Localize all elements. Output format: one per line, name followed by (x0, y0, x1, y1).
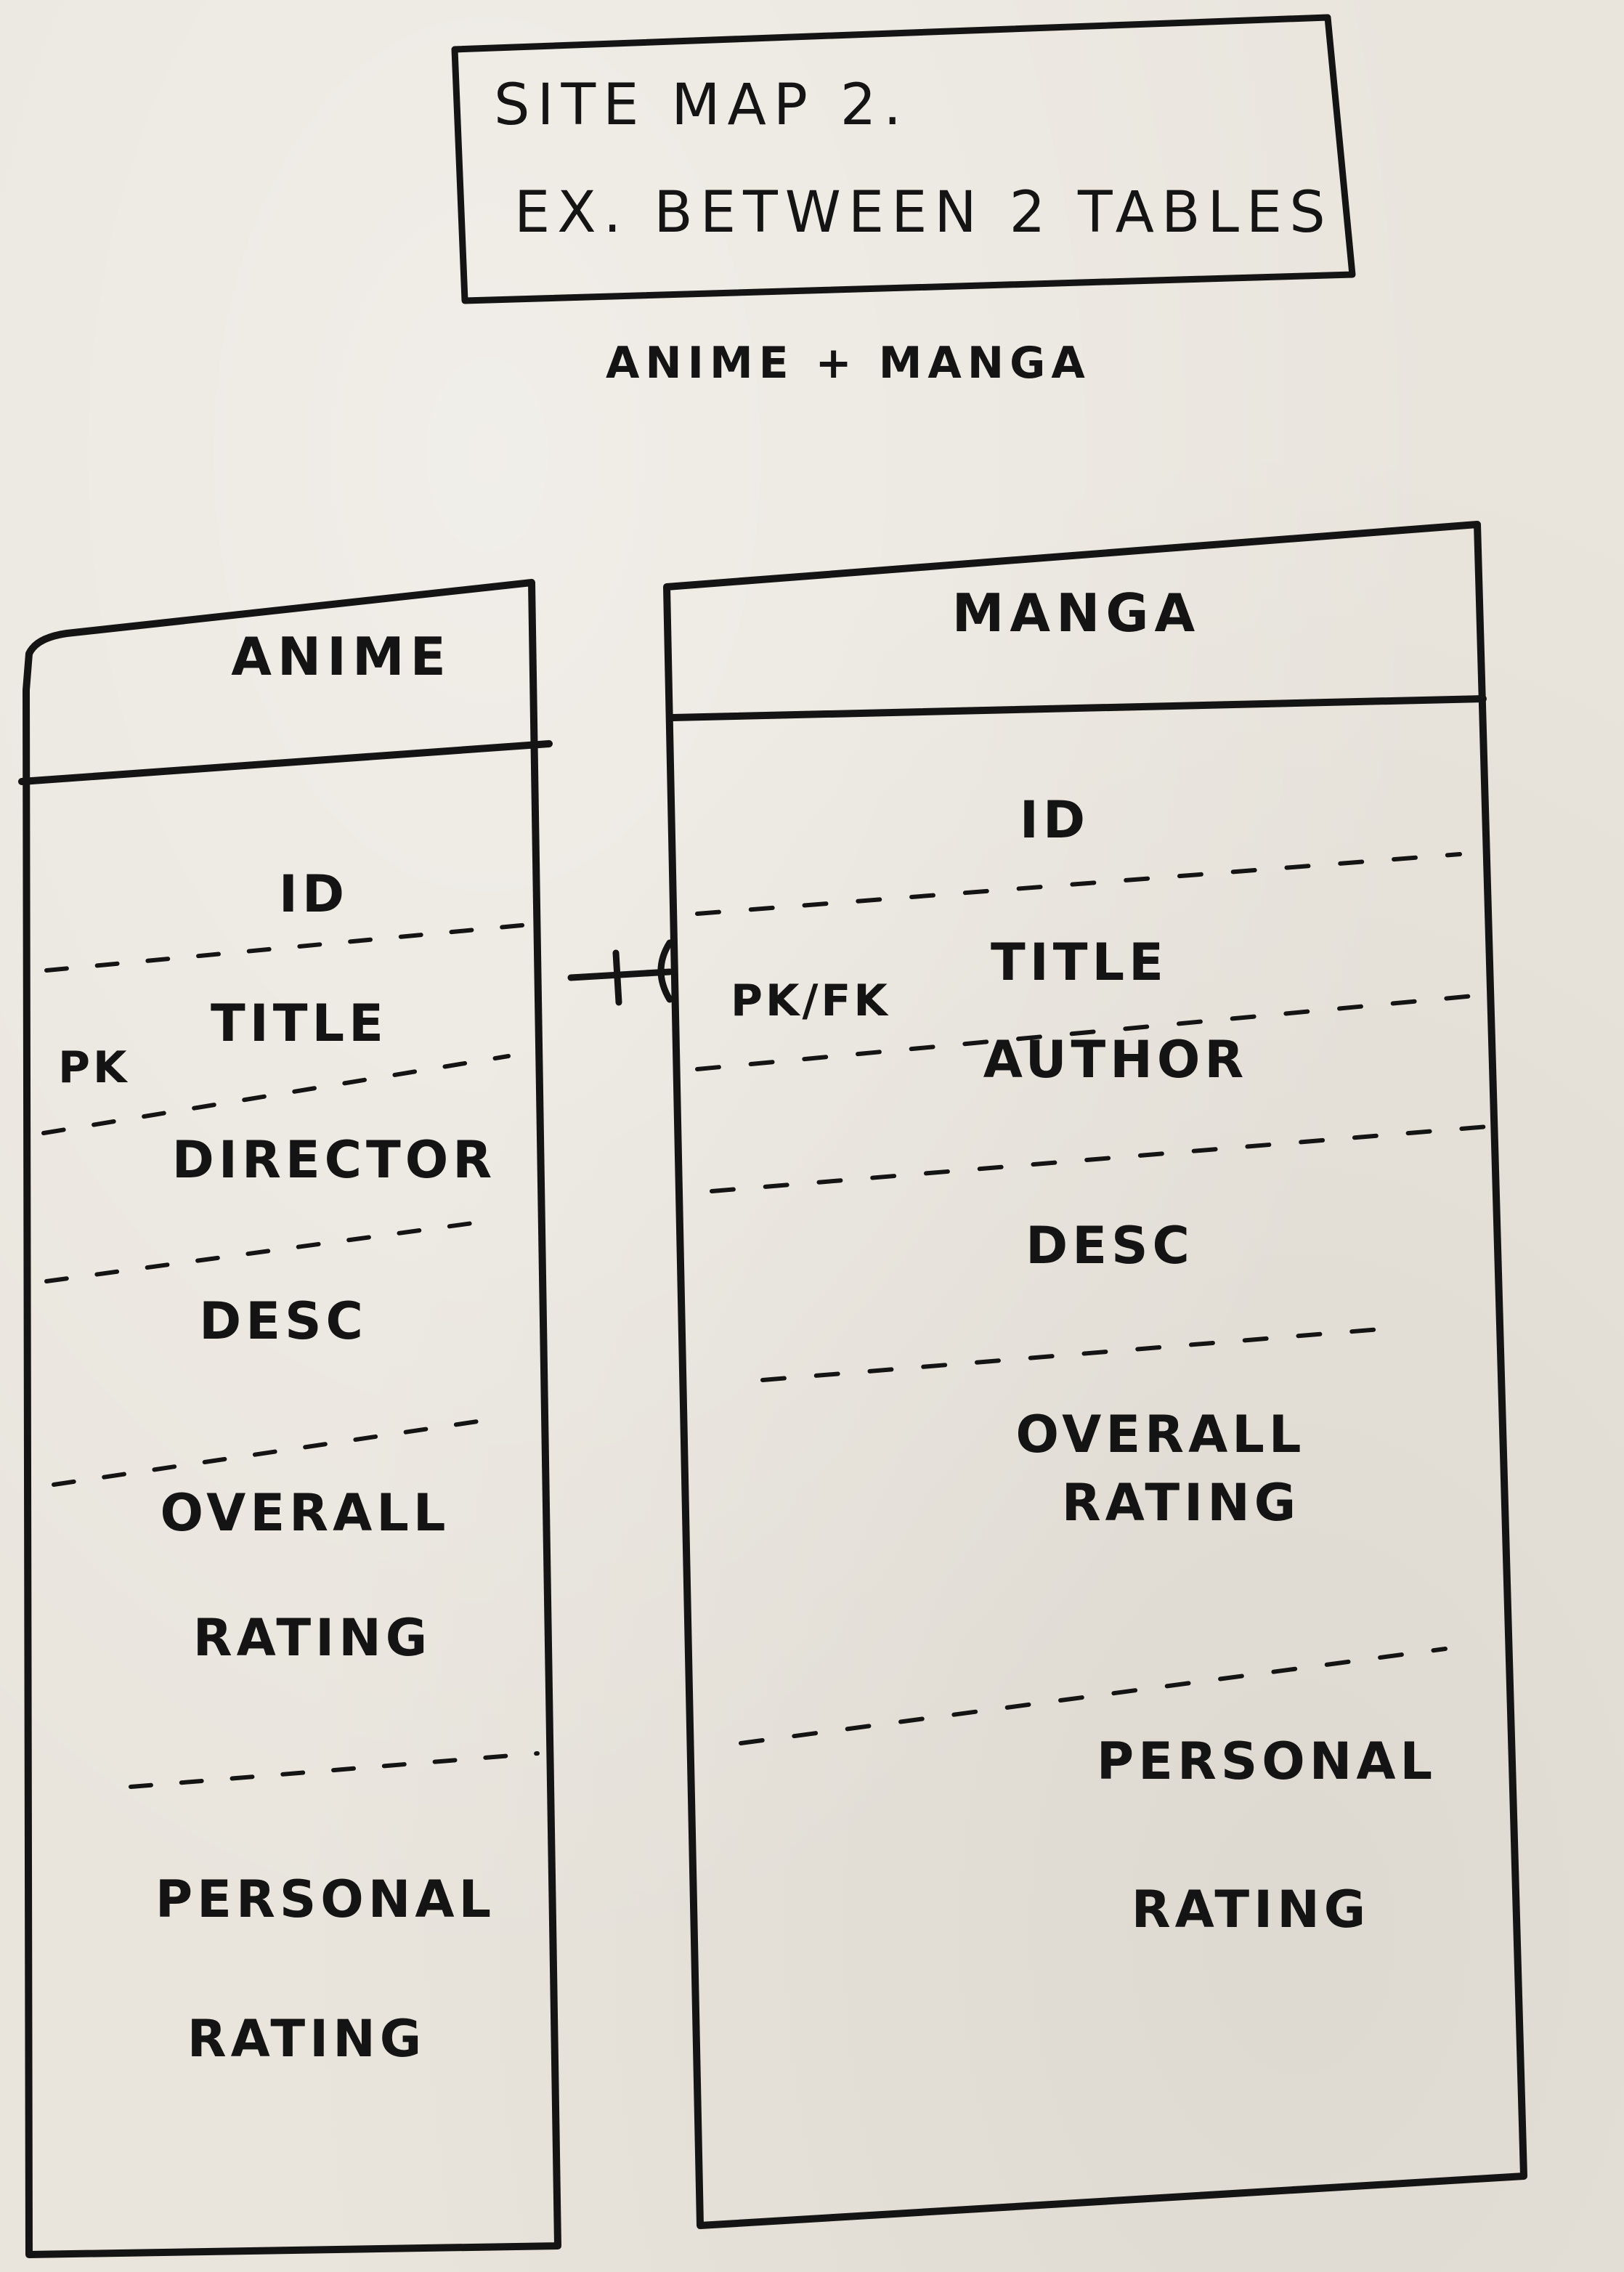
manga-header-divider (669, 695, 1487, 721)
manga-field-id: ID (1019, 790, 1090, 850)
manga-table-name: MANGA (951, 583, 1201, 644)
manga-field-overall: OVERALL (1015, 1405, 1306, 1464)
manga-field-rating: RATING (1061, 1473, 1301, 1533)
manga-field-author: AUTHOR (983, 1030, 1249, 1090)
anime-table-name: ANIME (231, 626, 452, 687)
manga-field-rating-2: RATING (1131, 1880, 1371, 1939)
anime-separators (41, 920, 554, 1789)
heading-box (451, 14, 1356, 304)
relationship-connector (567, 939, 673, 1006)
anime-field-desc: DESC (199, 1291, 368, 1351)
heading-line-1: SITE MAP 2. (494, 73, 909, 138)
manga-separators (695, 852, 1498, 1745)
anime-field-personal: PERSONAL (155, 1870, 496, 1929)
anime-field-rating-2: RATING (187, 2009, 426, 2069)
anime-field-director: DIRECTOR (171, 1130, 497, 1190)
manga-field-title: TITLE (991, 933, 1168, 992)
anime-table-outline (23, 579, 561, 2258)
manga-field-desc: DESC (1026, 1216, 1194, 1275)
anime-field-overall: OVERALL (160, 1483, 450, 1543)
heading-line-2: EX. BETWEEN 2 TABLES (514, 180, 1333, 246)
manga-key-marker: PK/FK (731, 975, 890, 1026)
manga-table-outline (663, 521, 1527, 2229)
anime-field-id: ID (278, 864, 349, 924)
manga-field-personal: PERSONAL (1096, 1732, 1437, 1791)
anime-field-rating: RATING (192, 1608, 432, 1668)
anime-primary-key-marker: PK (58, 1042, 130, 1093)
anime-header-divider (18, 740, 553, 785)
anime-field-title: TITLE (211, 994, 388, 1053)
diagram-subtitle: ANIME + MANGA (606, 338, 1091, 389)
